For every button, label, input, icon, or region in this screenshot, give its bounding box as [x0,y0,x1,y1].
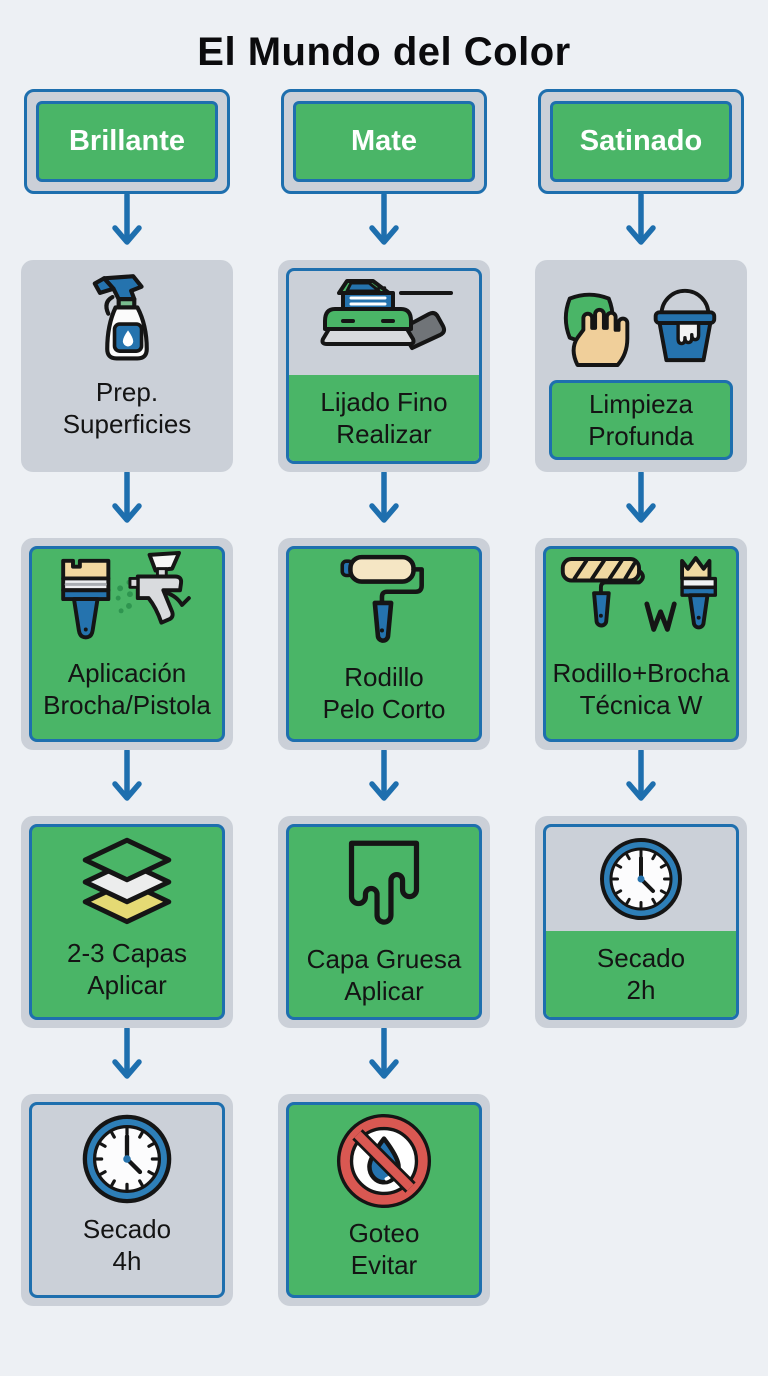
header-box-satinado: Satinado [538,89,744,194]
layers-icon [82,837,172,925]
step-label: Lijado Fino Realizar [320,386,448,450]
step-box-goteo-evitar: Goteo Evitar [278,1094,490,1306]
down-arrow-icon [112,472,142,523]
step-box-capa-gruesa: Capa Gruesa Aplicar [278,816,490,1028]
step-label: Aplicación Brocha/Pistola [43,658,211,721]
down-arrow-icon [112,1028,142,1079]
step-box-aplicacion-brocha-pistola: Aplicación Brocha/Pistola [21,538,233,750]
header-label: Satinado [579,125,703,157]
flowchart-columns: Brillante [0,89,768,1306]
down-arrow-icon [112,194,142,245]
step-label: Prep. Superficies [62,376,192,439]
step-box-secado-4h: Secado 4h [21,1094,233,1306]
down-arrow-icon [369,472,399,523]
down-arrow-icon [369,194,399,245]
down-arrow-icon [626,194,656,245]
step-box-rodillo-pelo-corto: Rodillo Pelo Corto [278,538,490,750]
step-label: 2-3 Capas Aplicar [67,938,187,1001]
column-brillante: Brillante [21,89,233,1306]
step-label: Rodillo+Brocha Técnica W [552,658,730,721]
cloth-and-bucket-icon [563,288,717,367]
step-label-box: Limpieza Profunda [549,379,733,460]
no-drip-icon [336,1113,432,1209]
step-label: Secado 2h [596,942,686,1006]
column-mate: Mate [278,89,490,1306]
step-box-secado-2h: Secado 2h [535,816,747,1028]
roller-brush-w-icon [560,556,718,632]
down-arrow-icon [112,750,142,801]
step-box-prep-superficies: Prep. Superficies [21,260,233,472]
down-arrow-icon [626,750,656,801]
page-title: El Mundo del Color [197,30,571,74]
spray-bottle-icon [92,274,149,361]
step-box-limpieza-profunda: Limpieza Profunda [535,260,747,472]
step-box-rodillo-brocha-w: Rodillo+Brocha Técnica W [535,538,747,750]
orbital-sander-icon [320,279,453,351]
header-box-mate: Mate [281,89,487,194]
step-label: Capa Gruesa Aplicar [306,944,462,1007]
header-box-brillante: Brillante [24,89,230,194]
clock-icon [82,1114,172,1204]
step-label: Rodillo Pelo Corto [322,662,446,725]
down-arrow-icon [626,472,656,523]
step-label: Secado 4h [82,1214,172,1277]
paintbrush-spraygun-icon [61,550,191,640]
down-arrow-icon [369,750,399,801]
clock-icon [600,838,682,921]
step-box-2-3-capas: 2-3 Capas Aplicar [21,816,233,1028]
step-label: Goteo Evitar [348,1218,420,1281]
step-label: Limpieza Profunda [588,388,694,451]
header-label: Brillante [68,125,186,157]
header-label: Mate [350,125,418,157]
column-satinado: Satinado [535,89,747,1306]
down-arrow-icon [369,1028,399,1079]
step-box-lijado-fino: Lijado Fino Realizar [278,260,490,472]
paint-drip-icon [348,840,420,925]
paint-roller-icon [340,554,424,643]
